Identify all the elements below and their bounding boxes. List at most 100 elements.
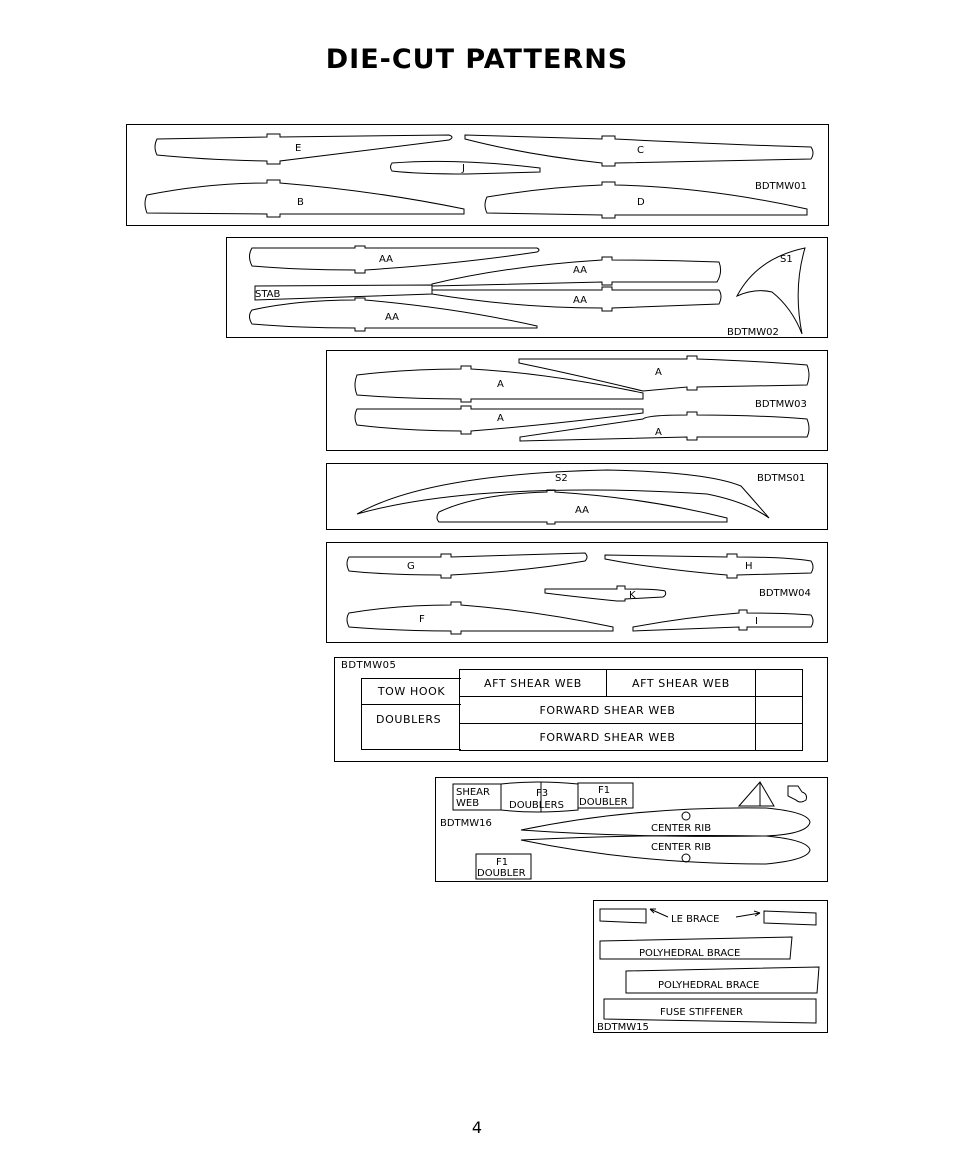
page-title: DIE-CUT PATTERNS	[325, 44, 629, 75]
sheet-bdtmw16-drawing: SHEAR WEB F3 DOUBLERS F1 DOUBLER BDTMW16…	[440, 781, 811, 880]
aft-shear-web-1-label: AFT SHEAR WEB	[484, 676, 582, 690]
center-rib-2-hole	[681, 853, 691, 863]
rib-g	[346, 552, 588, 579]
forward-shear-web-1-label: FORWARD SHEAR WEB	[539, 703, 676, 717]
forward-shear-web-2-cell: FORWARD SHEAR WEB	[459, 723, 756, 751]
sheet-bdtms01-drawing: S2 AA BDTMS01	[356, 469, 805, 525]
sheet-code-bdtmw04: BDTMW04	[759, 588, 811, 599]
rib-d	[484, 181, 808, 219]
tow-hook-label: TOW HOOK	[377, 685, 446, 698]
label-b: B	[297, 197, 304, 208]
label-aa-2: AA	[573, 265, 587, 276]
sheet-bdtmw05: BDTMW05 TOW HOOK DOUBLERS AFT SHEAR WEB …	[334, 657, 828, 762]
label-web: WEB	[456, 798, 479, 809]
aft-shear-web-1-cell: AFT SHEAR WEB	[459, 669, 607, 697]
label-shear: SHEAR	[456, 787, 490, 798]
rib-j	[390, 160, 541, 175]
tow-hook-tab	[787, 785, 807, 803]
label-c: C	[637, 145, 644, 156]
sheet-bdtmw16: SHEAR WEB F3 DOUBLERS F1 DOUBLER BDTMW16…	[435, 777, 828, 882]
part-s1	[735, 247, 806, 335]
f3-doublers-piece	[500, 781, 579, 813]
le-brace-arrow-right	[735, 912, 761, 918]
rib-e	[154, 133, 453, 165]
label-k: K	[629, 590, 636, 601]
rib-a-1	[354, 365, 644, 403]
f1-doubler-bottom-piece	[475, 853, 532, 880]
tow-hook-cell: TOW HOOK	[361, 678, 461, 705]
label-aa-1: AA	[379, 254, 393, 265]
label-j: J	[461, 163, 465, 174]
sheet-code-bdtms01: BDTMS01	[757, 473, 805, 484]
triangle-gusset	[737, 781, 775, 807]
le-brace-arrow-left	[649, 908, 669, 918]
polyhedral-brace-2	[625, 966, 820, 994]
rib-aa-4	[249, 297, 538, 332]
label-f1-bottom: F1	[496, 857, 508, 868]
label-h: H	[745, 561, 753, 572]
label-f: F	[419, 614, 425, 625]
sheet-code-bdtmw02: BDTMW02	[727, 327, 779, 338]
doublers-cell: DOUBLERS	[361, 704, 461, 750]
rib-h	[604, 553, 814, 579]
rib-c	[464, 134, 814, 167]
doublers-label: DOUBLERS	[376, 713, 442, 726]
rib-k	[544, 585, 667, 602]
rib-aa-2	[431, 256, 722, 287]
rib-aa-3	[431, 286, 722, 312]
label-polyhedral-brace-1: POLYHEDRAL BRACE	[639, 948, 740, 959]
sheet-bdtmw03: A A A A BDTMW03	[326, 350, 828, 451]
part-s2	[356, 469, 770, 519]
label-a-3: A	[497, 413, 504, 424]
fuse-stiffener	[603, 998, 817, 1024]
le-brace-right	[763, 910, 817, 926]
label-f1-top: F1	[598, 785, 610, 796]
sheet-bdtmw15: LE BRACE POLYHEDRAL BRACE POLYHEDRAL BRA…	[593, 900, 828, 1033]
label-center-rib-2: CENTER RIB	[651, 842, 711, 853]
center-rib-1-hole	[681, 811, 691, 821]
label-d: D	[637, 197, 645, 208]
label-le-brace: LE BRACE	[671, 914, 719, 925]
aft-shear-web-2-label: AFT SHEAR WEB	[632, 676, 730, 690]
center-rib-2	[520, 835, 811, 865]
label-i: I	[755, 616, 758, 627]
rib-i	[632, 609, 814, 632]
forward-shear-web-1-cell: FORWARD SHEAR WEB	[459, 696, 756, 724]
label-aa-4: AA	[385, 312, 399, 323]
le-brace-arrowhead-right	[753, 910, 761, 917]
sheet-code-bdtmw15: BDTMW15	[597, 1022, 649, 1033]
sheet-bdtmw03-drawing: A A A A BDTMW03	[354, 355, 810, 442]
label-a-4: A	[655, 427, 662, 438]
sheet-bdtmw01-drawing: E C J B D BDTMW01	[144, 133, 814, 219]
rib-aa	[436, 489, 728, 525]
label-aa: AA	[575, 505, 589, 516]
label-fuse-stiffener: FUSE STIFFENER	[660, 1007, 743, 1018]
aft-shear-web-2-cell: AFT SHEAR WEB	[606, 669, 756, 697]
aft-shear-web-end-cell	[755, 669, 803, 697]
sheet-bdtms01: S2 AA BDTMS01	[326, 463, 828, 530]
label-polyhedral-brace-2: POLYHEDRAL BRACE	[658, 980, 759, 991]
sheet-bdtmw15-drawing: LE BRACE POLYHEDRAL BRACE POLYHEDRAL BRA…	[597, 908, 820, 1033]
label-stab: STAB	[255, 289, 281, 300]
label-center-rib-1: CENTER RIB	[651, 823, 711, 834]
label-aa-3: AA	[573, 295, 587, 306]
sheet-bdtmw04: G H K F I BDTMW04	[326, 542, 828, 643]
sheet-code-bdtmw05: BDTMW05	[341, 660, 397, 671]
label-e: E	[295, 143, 301, 154]
label-doublers: DOUBLERS	[509, 800, 564, 811]
f1-doubler-top-piece	[577, 782, 634, 809]
rib-b	[144, 179, 465, 218]
le-brace-left	[599, 908, 647, 924]
rib-a-4	[519, 411, 810, 442]
polyhedral-brace-1	[599, 936, 793, 960]
sheet-code-bdtmw03: BDTMW03	[755, 399, 807, 410]
forward-shear-web-2-end-cell	[755, 723, 803, 751]
label-f3: F3	[536, 788, 548, 799]
sheet-code-bdtmw01: BDTMW01	[755, 181, 807, 192]
forward-shear-web-1-end-cell	[755, 696, 803, 724]
le-brace-arrowhead-left	[649, 908, 656, 914]
label-doubler-bottom: DOUBLER	[477, 868, 526, 879]
sheet-bdtmw02-drawing: AA STAB AA AA AA S1 BDTMW02	[249, 245, 806, 338]
sheet-bdtmw01: E C J B D BDTMW01	[126, 124, 829, 226]
forward-shear-web-2-label: FORWARD SHEAR WEB	[539, 730, 676, 744]
